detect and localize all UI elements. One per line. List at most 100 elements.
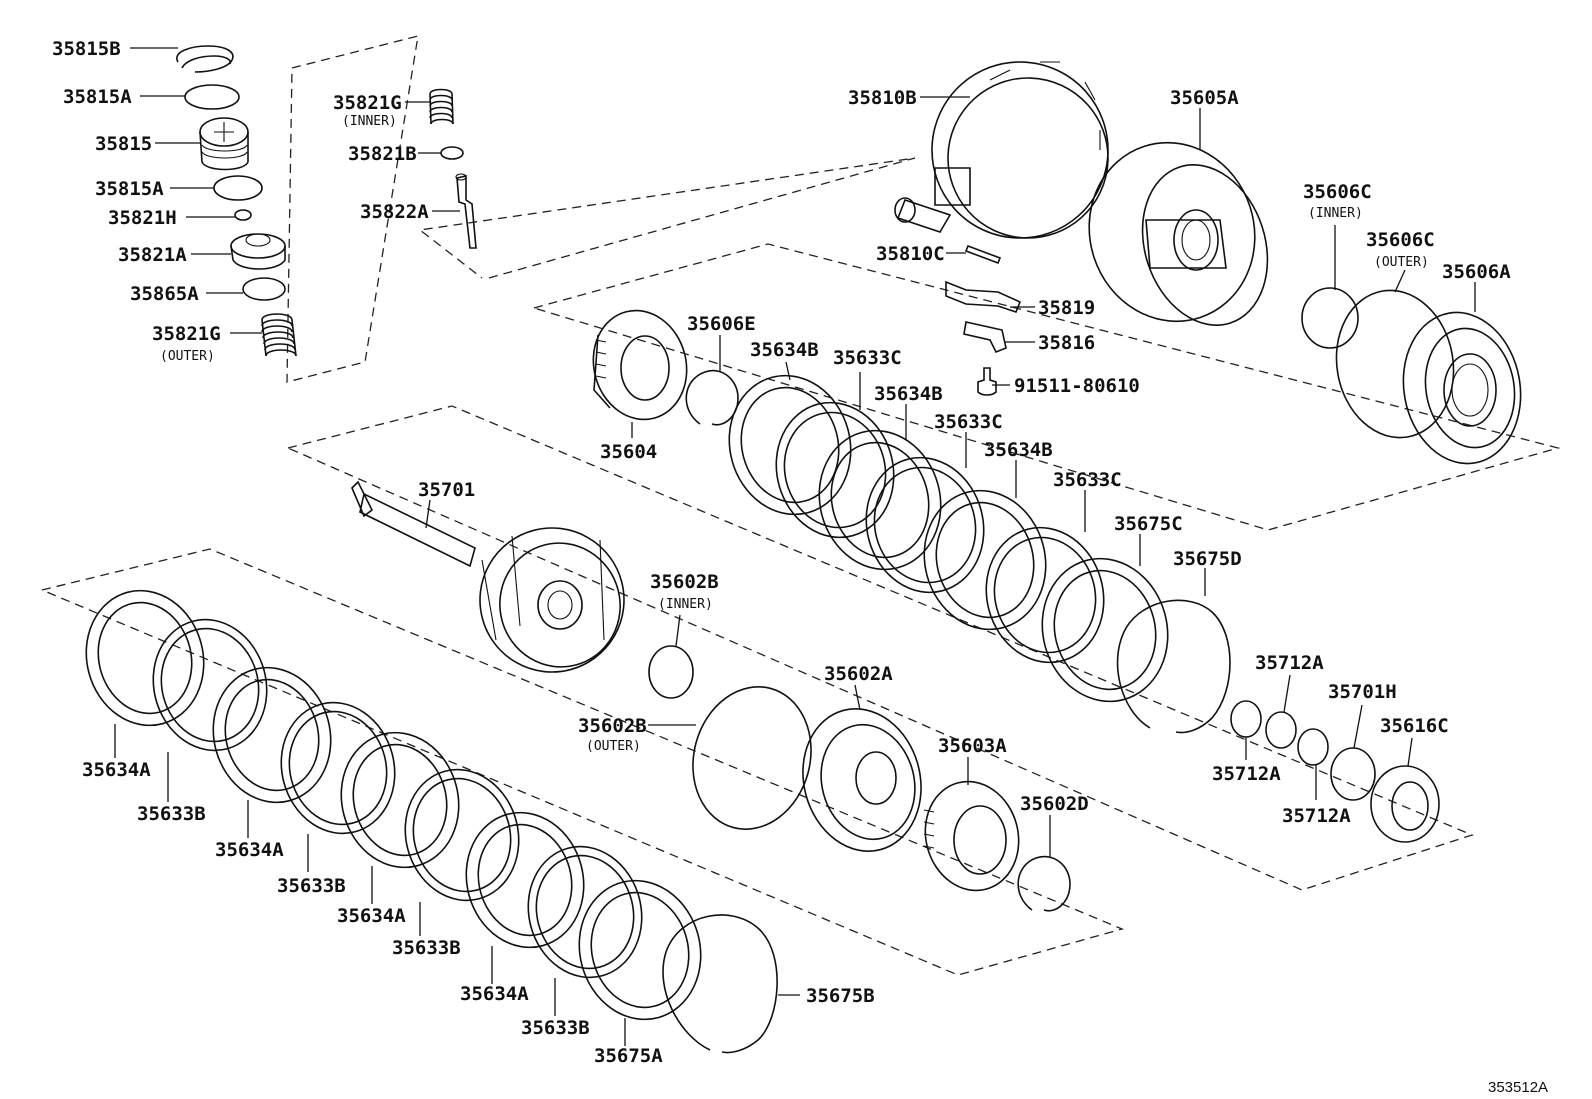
part-35602D-drawing [1017, 855, 1071, 912]
part-35815B-drawing [176, 45, 234, 73]
label-35712A-top: 35712A [1255, 652, 1324, 674]
part-35606C-inner-drawing [1301, 287, 1359, 349]
label-35634A-3: 35634A [337, 905, 406, 927]
label-35603A: 35603A [938, 735, 1007, 757]
part-35712A-c-drawing [1297, 728, 1329, 766]
label-35602B-outer-note: (OUTER) [586, 739, 641, 754]
label-91511-80610: 91511-80610 [1014, 375, 1140, 397]
part-35712A-b-drawing [1265, 711, 1297, 749]
leader-lines [114, 47, 1476, 1046]
part-91511-80610-drawing [977, 367, 997, 396]
label-35606E: 35606E [687, 313, 756, 335]
label-35606C-outer-note: (OUTER) [1374, 255, 1429, 270]
label-35865A: 35865A [130, 283, 199, 305]
label-35634B-1: 35634B [750, 339, 819, 361]
label-35602B-inner: 35602B [650, 571, 719, 593]
part-35606C-outer-drawing [1335, 289, 1455, 439]
part-35822A-drawing [455, 173, 477, 249]
part-35810B-drawing [894, 61, 1109, 239]
part-35815A-lower-drawing [213, 175, 263, 201]
group-outline-direct-clutch [286, 405, 1474, 891]
part-35821G-outer-drawing [261, 313, 297, 357]
group-outline-forward-clutch [531, 243, 1561, 531]
label-35821A: 35821A [118, 244, 187, 266]
label-35604: 35604 [600, 441, 657, 463]
label-35701H: 35701H [1328, 681, 1397, 703]
label-35602A: 35602A [824, 663, 893, 685]
part-35815-drawing [199, 117, 249, 171]
part-labels: 35815B 35815A 35815 35815A 35821H 35821A… [52, 38, 1548, 1096]
label-35815A-upper: 35815A [63, 86, 132, 108]
label-35602D: 35602D [1020, 793, 1089, 815]
label-35602B-outer: 35602B [578, 715, 647, 737]
label-35634B-2: 35634B [874, 383, 943, 405]
label-35633C-1: 35633C [833, 347, 902, 369]
label-35810B: 35810B [848, 87, 917, 109]
label-35821B: 35821B [348, 143, 417, 165]
label-35821H: 35821H [108, 207, 177, 229]
label-35634A-1: 35634A [82, 759, 151, 781]
label-35633B-3: 35633B [392, 937, 461, 959]
diagram-reference-number: 353512A [1488, 1079, 1548, 1096]
label-35816: 35816 [1038, 332, 1095, 354]
label-35606A: 35606A [1442, 261, 1511, 283]
part-35603A-drawing [923, 780, 1020, 892]
label-35675B: 35675B [806, 985, 875, 1007]
label-35633B-4: 35633B [521, 1017, 590, 1039]
part-35865A-drawing [242, 277, 286, 301]
label-35602B-inner-note: (INNER) [658, 597, 713, 612]
label-35606C-inner: 35606C [1303, 181, 1372, 203]
label-35701: 35701 [418, 479, 475, 501]
part-35712A-a-drawing [1230, 700, 1262, 738]
part-35816-drawing [963, 321, 1007, 354]
part-35701-drawing [351, 480, 625, 673]
part-35606A-drawing [1402, 311, 1522, 465]
group-outline-servo [286, 35, 419, 383]
label-35634A-4: 35634A [460, 983, 529, 1005]
label-35634B-3: 35634B [984, 439, 1053, 461]
part-35810C-drawing [964, 244, 1002, 265]
label-35606C-outer: 35606C [1366, 229, 1435, 251]
part-35821G-inner-drawing [429, 88, 454, 125]
part-35616C-drawing [1370, 765, 1440, 843]
label-35821G-inner-note: (INNER) [342, 114, 397, 129]
label-35675D: 35675D [1173, 548, 1242, 570]
part-35602A-drawing [802, 708, 922, 852]
part-35604-drawing [592, 309, 688, 421]
part-35606E-drawing [685, 369, 739, 426]
part-35602B-outer-drawing [692, 686, 812, 830]
label-35633C-2: 35633C [934, 411, 1003, 433]
label-35822A: 35822A [360, 201, 429, 223]
part-35821B-drawing [440, 146, 464, 160]
label-35712A-bottom: 35712A [1282, 805, 1351, 827]
part-35602B-inner-drawing [648, 645, 694, 699]
label-35633C-3: 35633C [1053, 469, 1122, 491]
label-35821G-inner: 35821G [333, 92, 402, 114]
label-35821G-outer-note: (OUTER) [160, 349, 215, 364]
label-35633B-2: 35633B [277, 875, 346, 897]
part-35815A-upper-drawing [184, 84, 240, 110]
clutch-pack-35634A-35633B-drawing [85, 589, 778, 1054]
label-35819: 35819 [1038, 297, 1095, 319]
label-35606C-inner-note: (INNER) [1308, 206, 1363, 221]
part-35821A-drawing [230, 233, 286, 270]
label-35675C: 35675C [1114, 513, 1183, 535]
label-35605A: 35605A [1170, 87, 1239, 109]
part-35701H-drawing [1330, 747, 1376, 801]
label-35712A-left: 35712A [1212, 763, 1281, 785]
label-35815B: 35815B [52, 38, 121, 60]
label-35633B-1: 35633B [137, 803, 206, 825]
label-35675A: 35675A [594, 1045, 663, 1067]
label-35634A-2: 35634A [215, 839, 284, 861]
label-35815A-lower: 35815A [95, 178, 164, 200]
part-35821H-drawing [234, 209, 252, 221]
label-35821G-outer: 35821G [152, 323, 221, 345]
label-35815: 35815 [95, 133, 152, 155]
part-35819-drawing [945, 280, 1022, 313]
part-35605A-drawing [1088, 141, 1269, 326]
label-35810C: 35810C [876, 243, 945, 265]
label-35616C: 35616C [1380, 715, 1449, 737]
group-outline-band-link [418, 157, 916, 279]
